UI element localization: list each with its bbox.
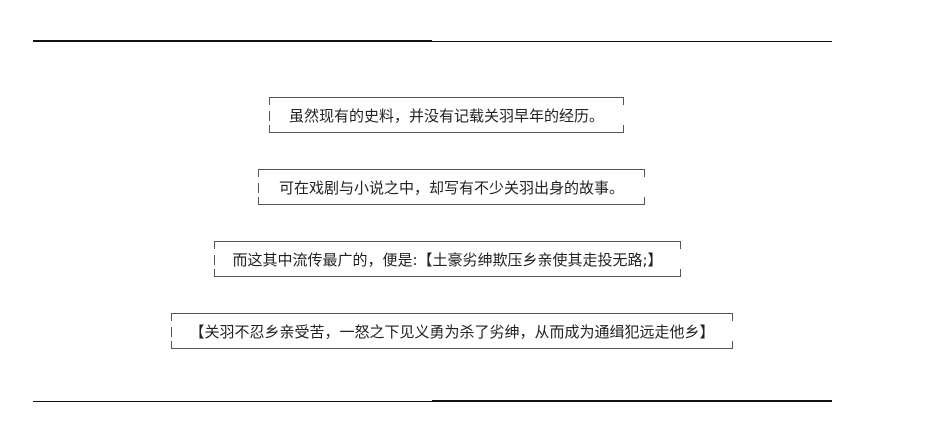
top-rule-thin bbox=[432, 41, 832, 42]
bottom-rule-thick bbox=[432, 400, 832, 402]
bottom-rule-thin bbox=[33, 401, 432, 402]
text-box-3: 而这其中流传最广的，便是:【土豪劣绅欺压乡亲使其走投无路;】 bbox=[213, 241, 682, 277]
text-box-4: 【关羽不忍乡亲受苦，一怒之下见义勇为杀了劣绅，从而成为通缉犯远走他乡】 bbox=[170, 313, 734, 349]
text-line-2: 可在戏剧与小说之中，却写有不少关羽出身的故事。 bbox=[278, 178, 624, 197]
top-rule-thick bbox=[33, 40, 432, 42]
text-line-4: 【关羽不忍乡亲受苦，一怒之下见义勇为杀了劣绅，从而成为通缉犯远走他乡】 bbox=[189, 322, 715, 341]
text-line-1: 虽然现有的史料，并没有记载关羽早年的经历。 bbox=[288, 106, 604, 125]
text-line-3: 而这其中流传最广的，便是:【土豪劣绅欺压乡亲使其走投无路;】 bbox=[232, 250, 663, 269]
text-box-1: 虽然现有的史料，并没有记载关羽早年的经历。 bbox=[268, 97, 625, 133]
text-box-2: 可在戏剧与小说之中，却写有不少关羽出身的故事。 bbox=[257, 169, 646, 205]
